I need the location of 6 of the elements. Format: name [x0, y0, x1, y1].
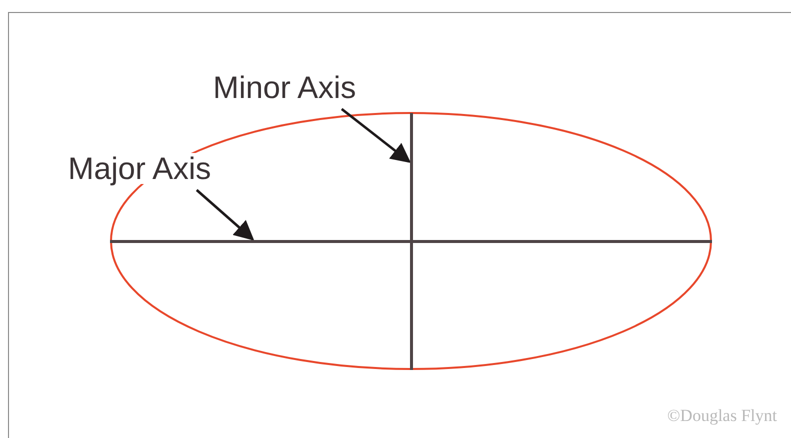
leader-line — [196, 189, 254, 241]
axis-line — [410, 113, 413, 370]
axis-label: Major Axis — [68, 153, 211, 184]
credit-text: ©Douglas Flynt — [667, 407, 777, 424]
leader-line — [340, 108, 411, 164]
axis-line — [110, 240, 712, 243]
